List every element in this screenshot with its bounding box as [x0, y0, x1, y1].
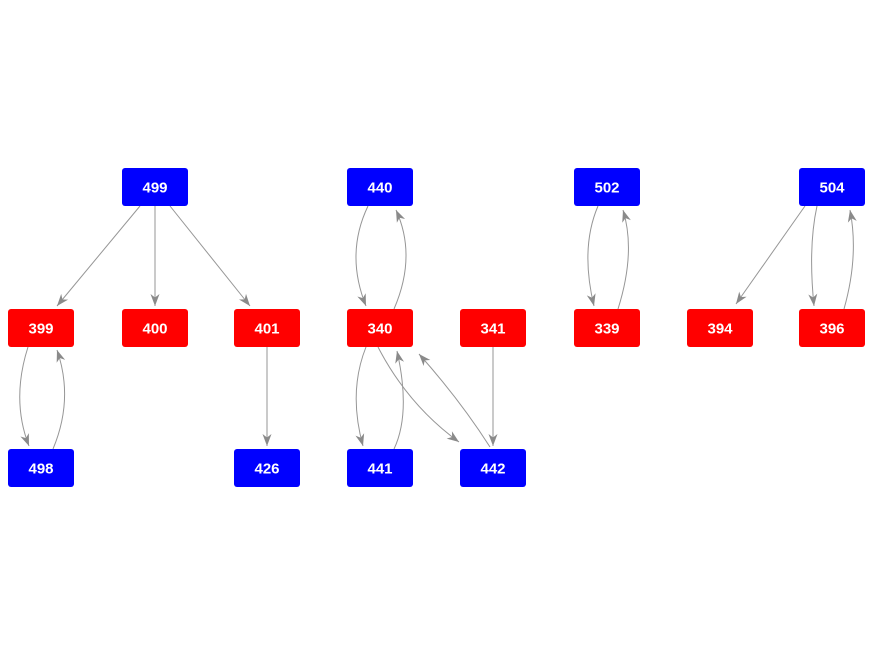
node-400-label: 400: [142, 321, 167, 338]
node-442-box: [460, 449, 526, 487]
node-401-label: 401: [254, 321, 279, 338]
node-504: 504: [799, 168, 865, 206]
node-426: 426: [234, 449, 300, 487]
edge-339-to-502: [617, 209, 631, 310]
node-339: 339: [574, 309, 640, 347]
node-399-box: [8, 309, 74, 347]
node-441: 441: [347, 449, 413, 487]
node-502: 502: [574, 168, 640, 206]
node-394: 394: [687, 309, 753, 347]
node-440: 440: [347, 168, 413, 206]
edge-504-to-394: [735, 205, 806, 305]
node-401-box: [234, 309, 300, 347]
edge-442-to-340: [418, 353, 491, 448]
node-341-box: [460, 309, 526, 347]
node-498-label: 498: [28, 461, 53, 478]
node-502-box: [574, 168, 640, 206]
node-400: 400: [122, 309, 188, 347]
edge-498-to-399: [52, 349, 66, 450]
node-399: 399: [8, 309, 74, 347]
node-498: 498: [8, 449, 74, 487]
node-339-box: [574, 309, 640, 347]
node-442-label: 442: [480, 461, 505, 478]
node-394-box: [687, 309, 753, 347]
nodes-layer: 499 440 502 504 399 400 401 340 341 339 394 396 498 4…: [8, 168, 865, 487]
edge-340-to-441: [355, 346, 367, 447]
edge-499-to-399: [56, 205, 141, 307]
node-502-label: 502: [594, 180, 619, 197]
node-401: 401: [234, 309, 300, 347]
node-499: 499: [122, 168, 188, 206]
edge-440-to-340: [355, 205, 369, 307]
edge-340-to-440: [393, 209, 407, 310]
node-399-label: 399: [28, 321, 53, 338]
node-504-label: 504: [819, 180, 845, 197]
edge-502-to-339: [586, 205, 599, 307]
edge-499-to-401: [169, 205, 251, 307]
node-499-label: 499: [142, 180, 167, 197]
node-440-box: [347, 168, 413, 206]
node-396-box: [799, 309, 865, 347]
node-341-label: 341: [480, 321, 505, 338]
edge-396-to-504: [843, 209, 857, 310]
node-441-box: [347, 449, 413, 487]
node-340-label: 340: [367, 321, 392, 338]
node-394-label: 394: [707, 321, 733, 338]
node-442: 442: [460, 449, 526, 487]
node-396: 396: [799, 309, 865, 347]
node-396-label: 396: [819, 321, 844, 338]
edge-504-to-396: [808, 205, 818, 307]
edge-399-to-498: [19, 346, 30, 447]
node-498-box: [8, 449, 74, 487]
node-504-box: [799, 168, 865, 206]
node-339-label: 339: [594, 321, 619, 338]
node-400-box: [122, 309, 188, 347]
node-340-box: [347, 309, 413, 347]
node-426-label: 426: [254, 461, 279, 478]
node-341: 341: [460, 309, 526, 347]
edge-441-to-340: [393, 350, 405, 450]
node-340: 340: [347, 309, 413, 347]
node-440-label: 440: [367, 180, 392, 197]
node-441-label: 441: [367, 461, 392, 478]
edges-layer: [19, 205, 857, 450]
node-426-box: [234, 449, 300, 487]
node-499-box: [122, 168, 188, 206]
edge-340-to-442: [377, 346, 460, 443]
